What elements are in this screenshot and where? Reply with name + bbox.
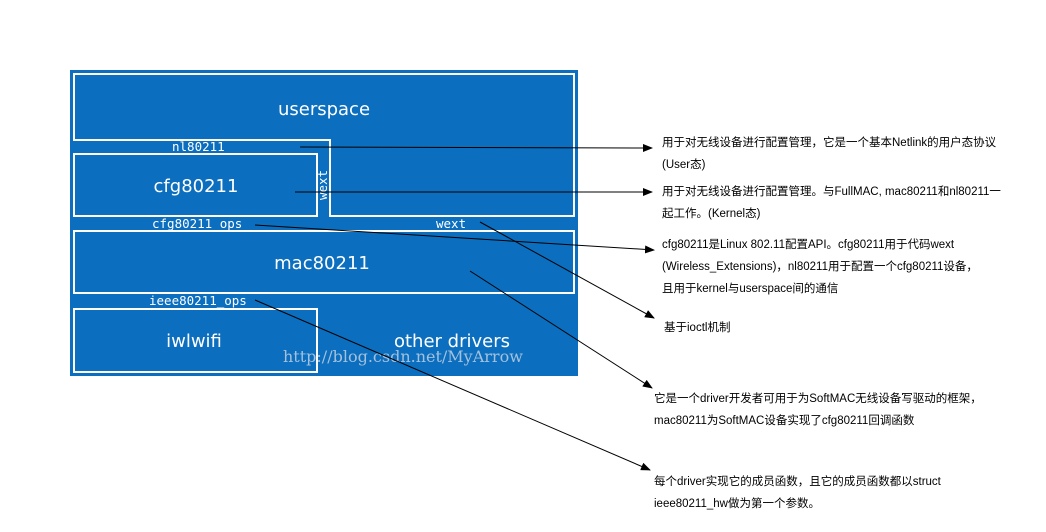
cfg80211-block <box>73 153 318 217</box>
cfg80211-label: cfg80211 <box>154 176 239 197</box>
cfg80211-ops-interface-label: cfg80211_ops <box>152 216 242 231</box>
arrow-nl80211 <box>299 143 653 152</box>
arrow-mac80211 <box>469 270 653 389</box>
note-line: (User态) <box>662 159 706 171</box>
other-drivers-label: other drivers <box>394 331 510 352</box>
arrow-ieee80211-ops <box>254 299 651 471</box>
note-line: ieee80211_hw做为第一个参数。 <box>654 498 820 510</box>
note-line: cfg80211是Linux 802.11配置API。cfg80211用于代码w… <box>662 239 955 251</box>
mac80211-label: mac80211 <box>274 253 370 274</box>
note-line: 每个driver实现它的成员函数，且它的成员函数都以struct <box>654 476 941 488</box>
note-line: 用于对无线设备进行配置管理。与FullMAC, mac80211和nl80211… <box>662 186 1001 198</box>
ieee80211-ops-interface-label: ieee80211_ops <box>149 293 247 308</box>
note-line: 起工作。(Kernel态) <box>662 208 761 220</box>
note-line: (Wireless_Extensions)，nl80211用于配置一个cfg80… <box>662 261 978 273</box>
note-cfg80211: 用于对无线设备进行配置管理。与FullMAC, mac80211和nl80211… <box>662 181 1001 225</box>
arrow-cfg80211-ops <box>254 224 655 254</box>
userspace-block <box>73 73 575 217</box>
note-ieee80211-ops: 每个driver实现它的成员函数，且它的成员函数都以struct ieee802… <box>654 471 941 515</box>
userspace-label: userspace <box>278 99 370 120</box>
note-line: mac80211为SoftMAC设备实现了cfg80211回调函数 <box>654 415 915 427</box>
mac80211-block <box>73 230 575 294</box>
note-line: 基于ioctl机制 <box>664 322 731 334</box>
iwlwifi-block <box>73 308 318 373</box>
note-line: 且用于kernel与userspace间的通信 <box>662 283 839 295</box>
note-wext: 基于ioctl机制 <box>664 317 730 339</box>
note-nl80211: 用于对无线设备进行配置管理，它是一个基本Netlink的用户态协议 (User态… <box>662 132 996 176</box>
arrow-wext <box>479 221 655 319</box>
note-mac80211: 它是一个driver开发者可用于为SoftMAC无线设备写驱动的框架， mac8… <box>654 388 982 432</box>
wext-interface-label: wext <box>436 216 466 231</box>
note-line: 用于对无线设备进行配置管理，它是一个基本Netlink的用户态协议 <box>662 137 997 149</box>
nl80211-interface-label: nl80211 <box>172 139 225 154</box>
wext-vertical-label: wext <box>315 170 330 200</box>
watermark: http://blog.csdn.net/MyArrow <box>283 347 523 366</box>
note-cfg80211-ops: cfg80211是Linux 802.11配置API。cfg80211用于代码w… <box>662 234 978 300</box>
note-line: 它是一个driver开发者可用于为SoftMAC无线设备写驱动的框架， <box>654 393 982 405</box>
iwlwifi-label: iwlwifi <box>166 331 222 352</box>
